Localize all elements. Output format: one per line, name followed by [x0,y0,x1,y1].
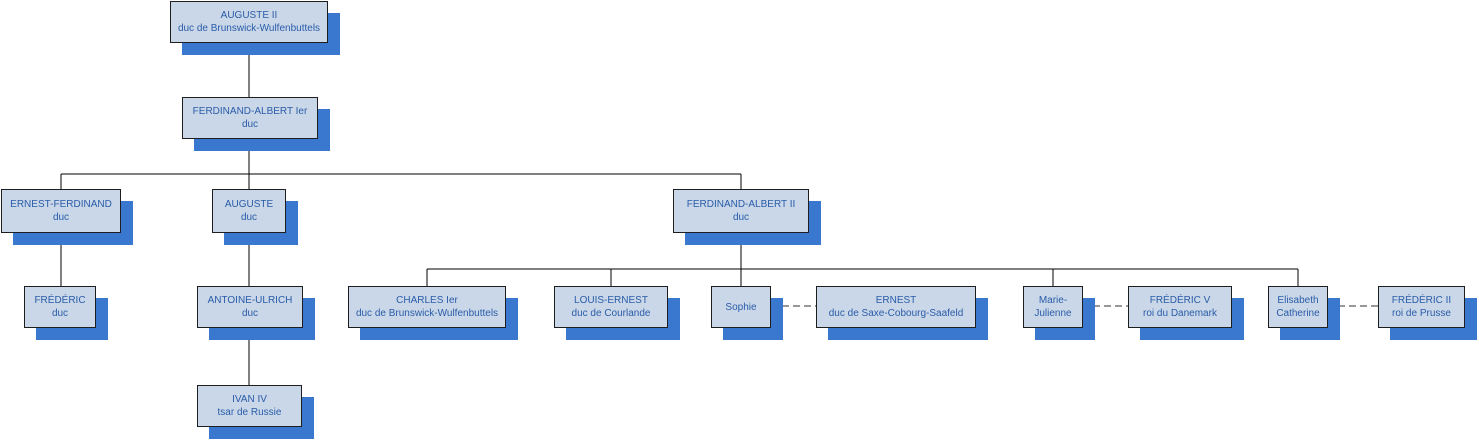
person-name: ERNEST [875,295,917,306]
person-box: Sophie [711,286,771,328]
person-title: duc de Courlande [571,308,651,319]
person-box: ERNEST duc de Saxe-Cobourg-Saafeld [816,286,976,328]
person-name: ANTOINE-ULRICH [207,295,293,306]
person-box: FRÉDÉRIC duc [24,286,96,328]
person-name: AUGUSTE II [220,10,278,21]
person-title: duc [51,308,69,319]
person-name: FRÉDÉRIC II [1391,295,1452,306]
person-title: duc [241,308,259,319]
person-box: AUGUSTE II duc de Brunswick-Wulfenbuttel… [170,1,328,43]
person-box: Elisabeth Catherine [1268,286,1328,328]
person-title: tsar de Russie [217,407,282,418]
person-box: Marie- Julienne [1023,286,1083,328]
person-box: IVAN IV tsar de Russie [197,385,302,427]
person-name: Sophie [725,301,757,313]
person-name: AUGUSTE [224,199,274,210]
person-name: IVAN IV [232,394,267,405]
person-name: Elisabeth [1277,295,1319,306]
person-name-cont: Julienne [1034,308,1072,319]
person-box: FERDINAND-ALBERT II duc [673,189,809,233]
person-name-cont: Catherine [1276,308,1320,319]
person-title: roi du Danemark [1143,308,1217,319]
person-name: CHARLES Ier [396,295,458,306]
person-name: Marie- [1038,295,1068,306]
person-box: FERDINAND-ALBERT Ier duc [182,97,318,139]
person-title: duc de Saxe-Cobourg-Saafeld [828,308,964,319]
person-name: LOUIS-ERNEST [574,295,648,306]
person-name: FERDINAND-ALBERT II [686,199,796,210]
person-box: ANTOINE-ULRICH duc [197,286,303,328]
person-name: FRÉDÉRIC V [1149,295,1211,306]
person-title: roi de Prusse [1392,308,1451,319]
person-name: FERDINAND-ALBERT Ier [192,106,308,117]
person-title: duc de Brunswick-Wulfenbuttels [355,308,499,319]
person-box: CHARLES Ier duc de Brunswick-Wulfenbutte… [348,286,506,328]
person-title: duc [241,119,259,130]
person-box: ERNEST-FERDINAND duc [1,189,121,233]
person-title: duc [52,212,70,223]
person-box: FRÉDÉRIC V roi du Danemark [1128,286,1232,328]
person-title: duc [732,212,750,223]
person-box: AUGUSTE duc [212,189,286,233]
person-name: ERNEST-FERDINAND [10,199,112,210]
person-title: duc [240,212,258,223]
person-box: LOUIS-ERNEST duc de Courlande [554,286,668,328]
person-name: FRÉDÉRIC [34,295,86,306]
person-title: duc de Brunswick-Wulfenbuttels [177,23,321,34]
person-box: FRÉDÉRIC II roi de Prusse [1378,286,1465,328]
